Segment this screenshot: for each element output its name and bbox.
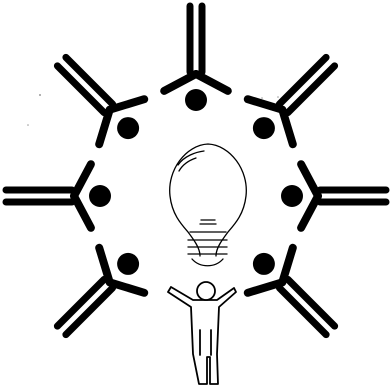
- person-arm-left: [196, 74, 228, 91]
- person-arm-right: [164, 74, 196, 91]
- person-icon-top: [164, 6, 228, 111]
- person-raised-arms-icon: [168, 282, 236, 384]
- person-icon-upper-left: [57, 57, 144, 144]
- person-icon-lower-right: [248, 248, 335, 335]
- person-icon-lower-left: [57, 248, 144, 335]
- lightbulb-icon: [170, 144, 247, 266]
- person-head: [253, 117, 275, 139]
- person-icon-upper-right: [248, 57, 335, 144]
- person-head: [117, 253, 139, 275]
- person-arm-right: [301, 164, 318, 196]
- person-head: [253, 253, 275, 275]
- person-arm-left: [74, 164, 91, 196]
- people-ring: [6, 6, 386, 335]
- person-head: [117, 117, 139, 139]
- person-arm-left: [301, 196, 318, 228]
- person-icon-left: [6, 164, 111, 228]
- person-head: [185, 89, 207, 111]
- person-arm-right: [74, 196, 91, 228]
- person-head: [89, 185, 111, 207]
- scan-specks: [27, 91, 293, 126]
- person-head: [281, 185, 303, 207]
- person-icon-right: [281, 164, 386, 228]
